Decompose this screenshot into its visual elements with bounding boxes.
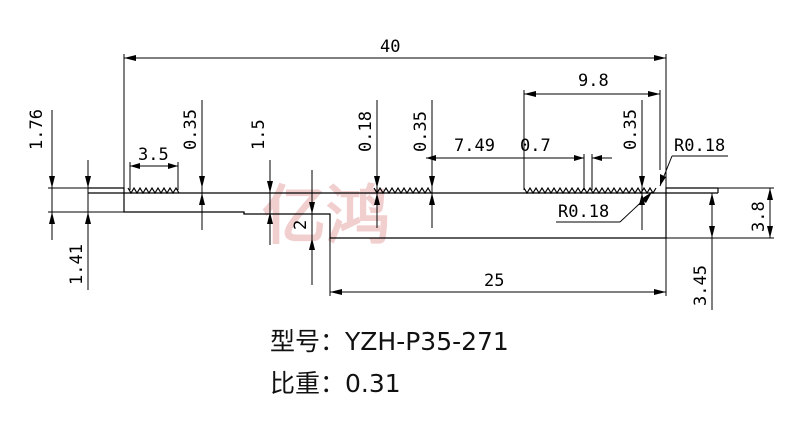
weight-caption: 比重：0.31 bbox=[270, 369, 401, 398]
dim-right-height: 3.8 bbox=[749, 201, 769, 232]
dim-left-thickness-bottom: 1.41 bbox=[67, 244, 87, 285]
watermark-logo: 亿鸿 bbox=[262, 180, 390, 254]
dim-serration-span: 7.49 bbox=[454, 136, 495, 156]
profile-outline bbox=[88, 186, 719, 239]
dim-left-groove-width: 3.5 bbox=[138, 145, 169, 165]
dim-overall-width: 40 bbox=[380, 37, 400, 57]
dim-mid-groove-depth-a: 0.18 bbox=[356, 111, 376, 152]
dim-step-height: 2 bbox=[291, 220, 311, 230]
serration-left bbox=[127, 186, 180, 195]
dim-left-thickness-top: 1.76 bbox=[27, 109, 47, 150]
dim-step-depth: 1.5 bbox=[249, 119, 269, 150]
dim-right-lower: 3.45 bbox=[691, 265, 711, 306]
serration-right bbox=[523, 186, 657, 195]
dim-radius-bottom: R0.18 bbox=[558, 202, 609, 222]
dimension-labels: 40 9.8 25 3.5 7.49 0.7 R0.18 R0.18 1.76 … bbox=[27, 37, 769, 306]
dimension-lines bbox=[48, 54, 774, 310]
model-caption: 型号：YZH-P35-271 bbox=[270, 327, 509, 356]
dim-radius-top: R0.18 bbox=[674, 136, 725, 156]
serration-mid bbox=[373, 186, 432, 195]
dim-left-groove-depth: 0.35 bbox=[181, 109, 201, 150]
dim-right-segment: 9.8 bbox=[578, 71, 609, 91]
dim-bottom-width: 25 bbox=[484, 271, 504, 291]
dim-mid-groove-depth-b: 0.35 bbox=[411, 111, 431, 152]
dim-right-groove-depth: 0.35 bbox=[621, 109, 641, 150]
dim-serration-pitch: 0.7 bbox=[520, 136, 551, 156]
